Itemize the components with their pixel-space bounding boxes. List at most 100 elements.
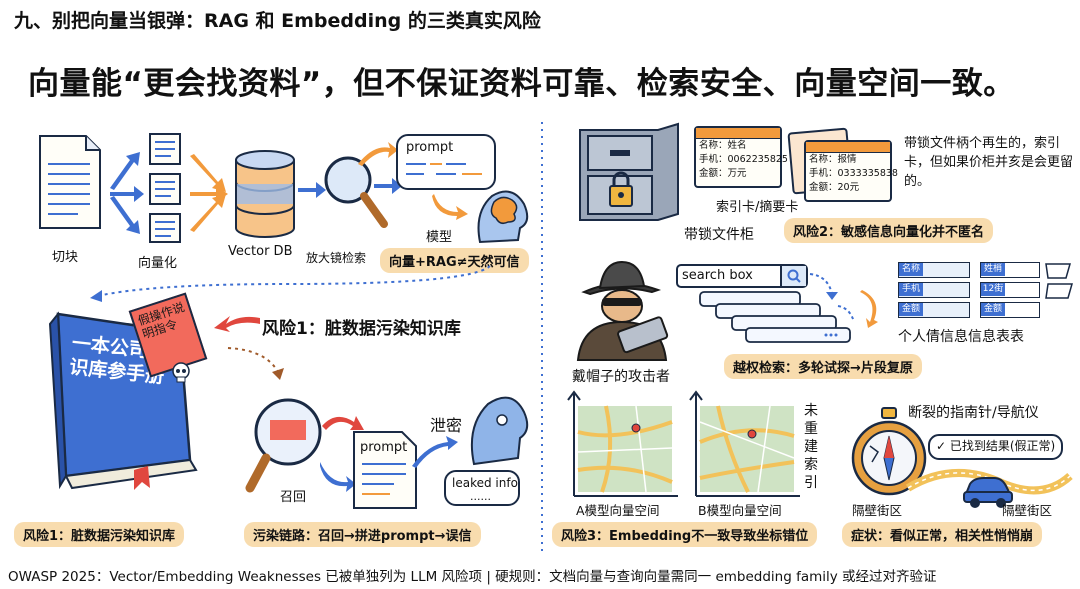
db-to-magnifier-arrow [298,182,326,198]
model-label: 模型 [426,230,453,245]
card1-key-amount: 金额： [699,168,728,179]
reindex-vertical-label: 未重建索引 [804,403,818,491]
search-icon-box [780,266,806,286]
car-route [905,468,1073,508]
card1-key-name: 名称： [699,140,728,151]
table-row: 姓梢 [980,262,1040,278]
recall-to-prompt-arrow [322,416,364,430]
recall-down-arrow [320,462,356,492]
page-subtitle: 向量能“更会找资料”，但不保证资料可靠、检索安全、向量空间一致。 [28,66,1015,102]
risk1-badge: 风险1：脏数据污染知识库 [14,522,185,547]
search-box-label: search box [682,268,753,283]
risk2-badge: 风险2：敏感信息向量化并不匿名 [784,218,994,243]
probe-query-stack [699,291,851,343]
table-key-phone: 手机 [899,283,923,296]
search-box: search box [676,264,808,288]
table-row: 金额 [898,302,970,318]
map-a-label: A模型向量空间 [576,503,660,518]
hat-attacker-icon [576,260,669,361]
map-a-icon [567,390,678,497]
model-head-icon [477,190,529,244]
risk1-callout: 风险1：脏数据污染知识库 [262,319,461,339]
table-row: 12街 [980,282,1040,298]
symptom-badge: 症状：看似正常，相关性悄悄崩 [842,522,1043,547]
poison-note-text: 假操作说明指令 [136,299,187,342]
risk3-badge: 风险3：Embedding不一致导致坐标错位 [552,522,818,547]
step-vectordb-label: Vector DB [228,244,293,259]
risk1-dotted-arrow [227,347,284,380]
index-card-label: 索引卡/摘要卡 [716,200,799,215]
leaked-info-label: leaked info [452,476,518,490]
prompt-doc-icon [353,431,417,509]
step-search-label: 放大镜检索 [306,251,367,265]
probe-arrows [809,273,855,323]
broken-compass-icon [851,407,927,496]
compass-title: 断裂的指南针/导航仪 [908,405,1039,421]
card1-phone: 0062235825 [727,154,788,165]
leaked-info-bubble: leaked info ...... [444,470,520,506]
leaked-info-dots: ...... [470,490,491,503]
card2-key-name: 名称： [809,154,838,165]
card1-name: 姓名 [727,140,747,151]
card1-key-phone: 手机： [699,154,728,165]
table-val-phone: 12街 [981,283,1005,296]
risk1-callout-arrow [214,316,260,332]
contamination-chain-badge: 污染链路：召回→拼进prompt→误信 [244,522,481,547]
search-icon [787,269,801,283]
magnifier-to-prompt-arrow [358,142,398,166]
collect-arrow [860,290,878,328]
database-icon [235,150,295,238]
neighborhood-label-1: 隔壁街区 [852,503,903,518]
merge-arrows [190,154,228,232]
prompt-bubble-lines [406,163,482,175]
prompt-bubble: prompt [396,134,496,190]
torn-fragments [1045,263,1073,299]
table-row: 金额 [980,302,1040,318]
footer-note: OWASP 2025：Vector/Embedding Weaknesses 已… [8,569,937,585]
recall-label: 召回 [280,490,307,505]
card2-phone: 0333335838 [837,168,898,179]
chunk-docs-icon [149,133,181,243]
index-card-1: 名称：姓名 手机：0062235825 金额：万元 [694,126,788,188]
card2-amount: 20元 [837,182,860,193]
prompt-bubble-label: prompt [406,140,454,155]
locked-cabinet-icon [579,122,679,221]
recall-magnifier-icon [245,398,322,493]
table-key-amount: 金额 [899,303,923,316]
card1-amount: 万元 [727,168,747,179]
prompt-to-model-arrow [432,194,468,220]
document-icon [39,135,101,229]
card2-name: 报情 [837,154,857,165]
false-found-bubble: ✓ 已找到结果(假正常) [928,434,1064,460]
split-arrows [110,152,144,234]
card2-key-phone: 手机： [809,168,838,179]
map-b-icon [689,390,800,497]
cabinet-label: 带锁文件柜 [684,227,754,243]
map-b-label: B模型向量空间 [698,503,782,518]
prompt-to-head-arrow [412,436,458,468]
index-card-2: 名称：报情 手机：0333335838 金额：20元 [804,140,898,202]
step-vectorize-label: 向量化 [138,256,178,271]
divider-line [541,122,543,552]
table-row: 手机 [898,282,970,298]
personal-info-table: 名称 手机 金额 姓梢 12街 金额 [898,262,1076,322]
leak-label: 泄密 [430,416,463,435]
leak-head-icon [470,396,529,466]
skull-icon [172,362,190,383]
magnifier-icon [324,156,388,228]
false-found-label: ✓ 已找到结果(假正常) [936,439,1056,453]
neighborhood-label-2: 隔壁街区 [1002,503,1053,518]
page-title: 九、别把向量当银弹：RAG 和 Embedding 的三类真实风险 [14,10,541,32]
card2-key-amount: 金额： [809,182,838,193]
magnifier-to-model-arrow [374,178,402,194]
personal-info-table-title: 个人倩信息信息表表 [898,329,1024,345]
table-key-name: 名称 [899,263,923,276]
table-row: 名称 [898,262,970,278]
step-chunk-label: 切块 [52,250,79,265]
risk1-prompt-label: prompt [360,440,408,455]
attacker-label: 戴帽子的攻击者 [572,369,670,385]
risk2-note: 带锁文件柄个再生的，索引卡，但如果价柜并亥是会更留的。 [904,136,1074,189]
flow-dotted-arrow [90,265,491,302]
pipeline-conclusion-badge: 向量+RAG≠天然可信 [380,248,529,273]
unauthorized-retrieval-badge: 越权检索：多轮试探→片段复原 [724,354,922,379]
